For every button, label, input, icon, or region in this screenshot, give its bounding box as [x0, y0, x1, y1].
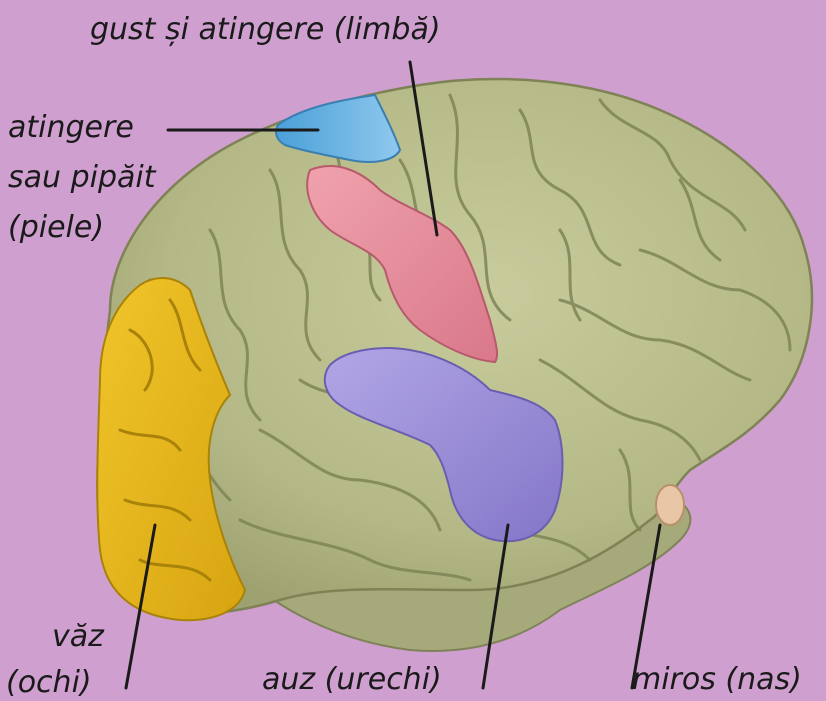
taste-label: gust și atingere (limbă): [90, 15, 441, 45]
touch-label-line2: sau pipăit: [8, 163, 155, 193]
smell-area: [656, 485, 684, 525]
touch-label-line1: atingere: [8, 113, 134, 143]
vision-label-line2: (ochi): [6, 668, 92, 698]
smell-label: miros (nas): [632, 665, 802, 695]
vision-label-line1: văz: [52, 622, 104, 652]
touch-label-line3: (piele): [8, 213, 104, 243]
hearing-label: auz (urechi): [262, 665, 442, 695]
